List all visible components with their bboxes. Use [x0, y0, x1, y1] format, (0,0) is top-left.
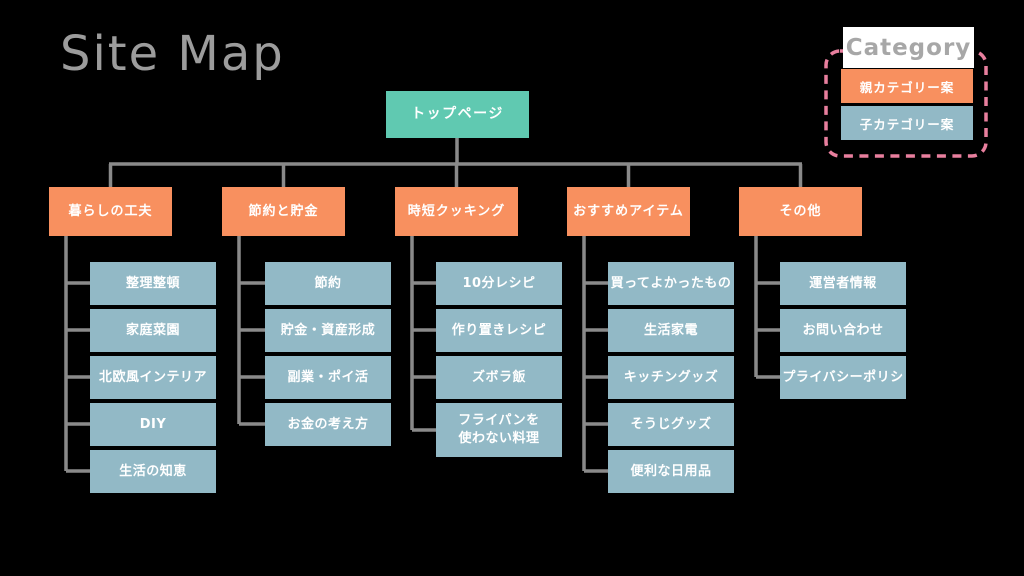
parent-node-2: 節約と貯金	[222, 187, 345, 236]
parent-node-1: 暮らしの工夫	[49, 187, 172, 236]
column3-connector	[410, 236, 437, 432]
child-node-4-2: 生活家電	[608, 309, 734, 352]
column1-connector	[64, 236, 91, 473]
child-node-2-3: 副業・ポイ活	[265, 356, 391, 399]
child-node-4-4: そうじグッズ	[608, 403, 734, 446]
child-node-1-2: 家庭菜園	[90, 309, 216, 352]
page-title: Site Map	[60, 26, 285, 82]
child-node-5-1: 運営者情報	[780, 262, 906, 305]
child-node-4-1: 買ってよかったもの	[608, 262, 734, 305]
child-node-3-1: 10分レシピ	[436, 262, 562, 305]
legend-parent-sample: 親カテゴリー案	[841, 69, 973, 103]
column2-connector	[237, 236, 266, 426]
legend-child-sample: 子カテゴリー案	[841, 106, 973, 140]
child-node-5-3: プライバシーポリシ	[780, 356, 906, 399]
parent-node-4: おすすめアイテム	[567, 187, 690, 236]
parent-node-3: 時短クッキング	[395, 187, 518, 236]
child-node-1-3: 北欧風インテリア	[90, 356, 216, 399]
parent-node-5: その他	[739, 187, 862, 236]
column4-connector	[582, 236, 609, 473]
child-node-3-2: 作り置きレシピ	[436, 309, 562, 352]
child-node-1-1: 整理整頓	[90, 262, 216, 305]
child-node-5-2: お問い合わせ	[780, 309, 906, 352]
node-top-page: トップページ	[386, 91, 529, 138]
child-node-2-4: お金の考え方	[265, 403, 391, 446]
child-node-4-5: 便利な日用品	[608, 450, 734, 493]
column5-connector	[754, 236, 781, 379]
legend-title: Category	[843, 27, 974, 68]
child-node-1-4: DIY	[90, 403, 216, 446]
child-node-3-4: フライパンを 使わない料理	[436, 403, 562, 457]
child-node-2-2: 貯金・資産形成	[265, 309, 391, 352]
child-node-2-1: 節約	[265, 262, 391, 305]
child-node-4-3: キッチングッズ	[608, 356, 734, 399]
root-bus-connector	[108, 138, 803, 189]
legend: Category 親カテゴリー案 子カテゴリー案	[824, 27, 988, 158]
child-node-1-5: 生活の知恵	[90, 450, 216, 493]
child-node-3-3: ズボラ飯	[436, 356, 562, 399]
